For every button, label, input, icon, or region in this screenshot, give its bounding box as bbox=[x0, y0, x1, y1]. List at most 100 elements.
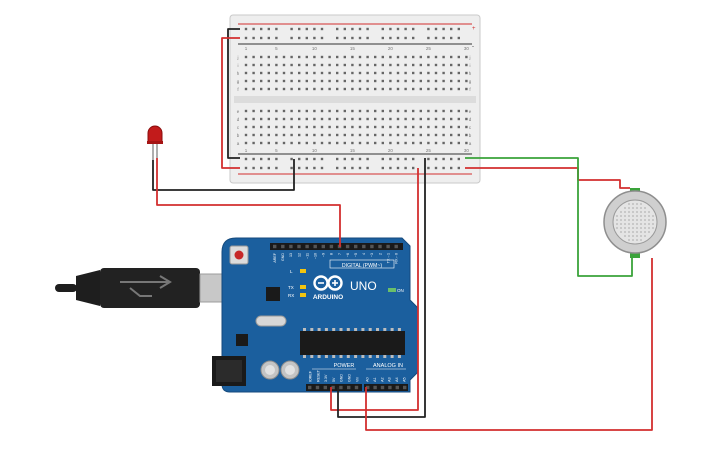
rail-hole bbox=[320, 157, 324, 161]
digital-pin-hole[interactable] bbox=[345, 244, 350, 249]
rail-hole bbox=[320, 27, 324, 31]
terminal-hole bbox=[427, 79, 430, 83]
mesh-dot bbox=[644, 211, 646, 213]
digital-pin-hole[interactable] bbox=[370, 244, 374, 249]
power-pin-hole[interactable] bbox=[323, 385, 327, 390]
mesh-dot bbox=[616, 215, 618, 217]
terminal-hole bbox=[412, 109, 415, 113]
terminal-hole bbox=[366, 141, 369, 145]
terminal-hole bbox=[275, 109, 278, 113]
mesh-dot bbox=[636, 223, 638, 225]
terminal-hole bbox=[328, 125, 331, 129]
terminal-hole bbox=[404, 141, 407, 145]
rail-hole bbox=[313, 157, 316, 161]
terminal-hole bbox=[381, 71, 384, 75]
mesh-dot bbox=[644, 235, 646, 237]
terminal-hole bbox=[290, 55, 293, 59]
terminal-hole bbox=[457, 141, 460, 145]
power-pin-hole[interactable] bbox=[347, 385, 351, 390]
led-l-label: L bbox=[290, 269, 293, 274]
terminal-hole bbox=[282, 133, 286, 137]
analog-pin-hole[interactable] bbox=[380, 385, 385, 390]
terminal-hole bbox=[320, 117, 324, 121]
terminal-hole bbox=[366, 133, 369, 137]
rail-hole bbox=[427, 166, 430, 170]
digital-pin-hole[interactable] bbox=[281, 244, 285, 249]
mesh-dot bbox=[640, 219, 642, 221]
mcu-pin bbox=[368, 328, 372, 331]
digital-pin-hole[interactable] bbox=[362, 244, 366, 249]
led bbox=[147, 125, 163, 160]
mesh-dot bbox=[624, 235, 626, 237]
digital-pin-hole[interactable] bbox=[354, 244, 358, 249]
analog-pin-hole[interactable] bbox=[373, 385, 377, 390]
digital-pin-hole[interactable] bbox=[289, 244, 293, 249]
digital-pin-hole[interactable] bbox=[394, 244, 398, 249]
terminal-hole bbox=[336, 125, 339, 129]
rail-hole bbox=[434, 36, 438, 40]
terminal-hole bbox=[336, 63, 339, 67]
terminal-hole bbox=[366, 63, 369, 67]
terminal-hole bbox=[275, 55, 278, 59]
led-l-indicator bbox=[300, 269, 306, 273]
digital-pin-label: ~3 bbox=[370, 253, 374, 257]
small-chip bbox=[266, 287, 280, 301]
mesh-dot bbox=[632, 235, 634, 237]
digital-pin-hole[interactable] bbox=[378, 244, 382, 249]
row-letter: a bbox=[469, 141, 472, 146]
terminal-hole bbox=[252, 133, 255, 137]
terminal-hole bbox=[396, 125, 400, 129]
row-letter: c bbox=[237, 125, 240, 130]
power-pin-hole[interactable] bbox=[354, 385, 359, 390]
digital-pin-hole[interactable] bbox=[386, 244, 390, 249]
terminal-hole bbox=[427, 133, 430, 137]
digital-pin-hole[interactable] bbox=[329, 244, 334, 249]
reset-button-cap[interactable] bbox=[234, 250, 244, 260]
terminal-hole bbox=[328, 87, 331, 91]
analog-pin-label: A5 bbox=[403, 377, 407, 382]
analog-pin-hole[interactable] bbox=[403, 385, 407, 390]
row-letter: f bbox=[469, 87, 471, 92]
terminal-hole bbox=[298, 125, 301, 129]
analog-pin-hole[interactable] bbox=[366, 385, 370, 390]
analog-pin-hole[interactable] bbox=[395, 385, 399, 390]
terminal-hole bbox=[427, 87, 430, 91]
mesh-dot bbox=[648, 211, 650, 213]
power-pin-hole[interactable] bbox=[315, 385, 320, 390]
terminal-hole bbox=[298, 71, 301, 75]
digital-pin-hole[interactable] bbox=[297, 244, 301, 249]
rail-hole bbox=[290, 166, 293, 170]
terminal-hole bbox=[290, 125, 293, 129]
mcu-pin bbox=[361, 355, 365, 358]
power-pin-label: Vin bbox=[355, 377, 359, 382]
rail-hole bbox=[427, 36, 430, 40]
terminal-hole bbox=[404, 109, 407, 113]
rail-hole bbox=[298, 27, 301, 31]
row-letter: f bbox=[237, 87, 239, 92]
terminal-hole bbox=[260, 125, 263, 129]
power-pin-hole[interactable] bbox=[308, 385, 312, 390]
terminal-hole bbox=[374, 109, 377, 113]
digital-pin-hole[interactable] bbox=[321, 244, 325, 249]
rail-hole bbox=[252, 166, 255, 170]
terminal-hole bbox=[328, 133, 331, 137]
row-letter: b bbox=[469, 133, 472, 138]
terminal-hole bbox=[434, 133, 438, 137]
power-pin-hole[interactable] bbox=[331, 385, 335, 390]
rail-hole bbox=[298, 36, 301, 40]
terminal-hole bbox=[366, 71, 369, 75]
rail-hole bbox=[260, 27, 263, 31]
mcu-pin bbox=[361, 328, 365, 331]
mcu-pin bbox=[310, 355, 314, 358]
terminal-hole bbox=[244, 133, 248, 137]
power-pin-hole[interactable] bbox=[339, 385, 343, 390]
terminal-hole bbox=[260, 55, 263, 59]
analog-pin-hole[interactable] bbox=[388, 385, 392, 390]
digital-pin-hole[interactable] bbox=[273, 244, 277, 249]
digital-header-label: DIGITAL (PWM~) bbox=[342, 263, 382, 269]
digital-pin-hole[interactable] bbox=[305, 244, 309, 249]
terminal-hole bbox=[434, 117, 438, 121]
digital-pin-hole[interactable] bbox=[313, 244, 317, 249]
rail-hole bbox=[351, 27, 354, 31]
